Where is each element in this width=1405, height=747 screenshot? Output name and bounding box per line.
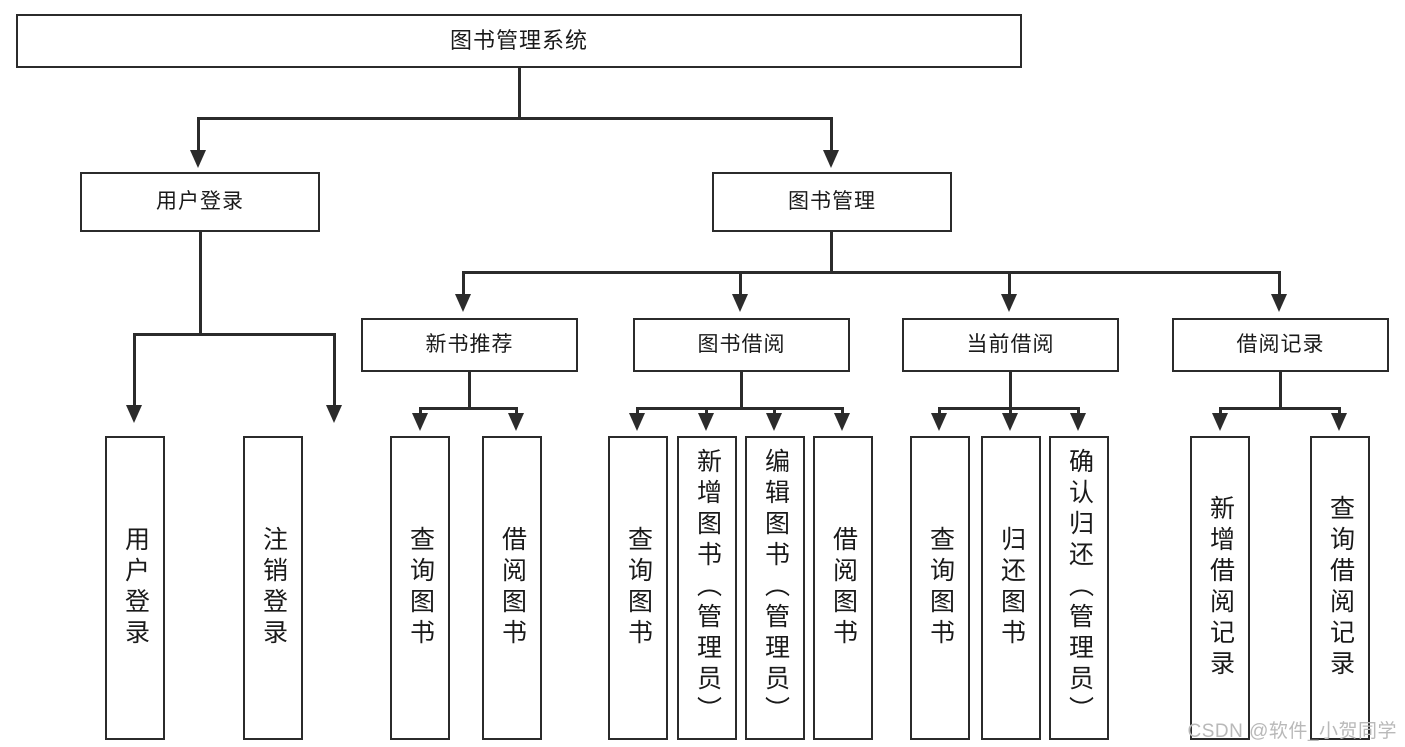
connector-user-login-b1 xyxy=(133,333,136,405)
node-label: 借阅图书 xyxy=(829,526,858,650)
connector-user-login-b2 xyxy=(333,333,336,405)
leaf-query-book-3[interactable]: 查询图书 xyxy=(910,436,970,740)
node-label: 查询图书 xyxy=(624,526,653,650)
node-label: 编辑图书（管理员） xyxy=(761,448,790,727)
connector-bb-stem xyxy=(740,372,743,410)
connector-nbr-stem xyxy=(468,372,471,410)
node-label: 用户登录 xyxy=(156,189,244,213)
arrow-cb-b2 xyxy=(1002,413,1018,431)
arrow-user-login-b2 xyxy=(326,405,342,423)
arrow-nbr-b2 xyxy=(508,413,524,431)
arrow-bm-b2 xyxy=(732,294,748,312)
node-label: 当前借阅 xyxy=(966,332,1055,356)
leaf-user-login[interactable]: 用户登录 xyxy=(105,436,165,740)
connector-cb-b2 xyxy=(1009,407,1012,415)
arrow-br-b1 xyxy=(1212,413,1228,431)
connector-nbr-b1 xyxy=(419,407,422,415)
connector-root-stem xyxy=(518,68,521,118)
leaf-query-book-2[interactable]: 查询图书 xyxy=(608,436,668,740)
connector-bb-b1 xyxy=(636,407,639,415)
node-label: 新书推荐 xyxy=(425,332,514,356)
node-borrow-record[interactable]: 借阅记录 xyxy=(1172,318,1389,372)
node-label: 图书管理系统 xyxy=(449,28,588,54)
node-label: 新增借阅记录 xyxy=(1206,495,1235,681)
connector-br-b1 xyxy=(1219,407,1222,415)
node-label: 图书借阅 xyxy=(697,332,786,356)
connector-nbr-bus xyxy=(419,407,518,410)
csdn-watermark: CSDN @软件_小贺同学 xyxy=(1187,721,1397,742)
node-book-borrow[interactable]: 图书借阅 xyxy=(633,318,850,372)
node-current-borrow[interactable]: 当前借阅 xyxy=(902,318,1119,372)
connector-cb-b1 xyxy=(938,407,941,415)
connector-cb-stem xyxy=(1009,372,1012,410)
leaf-logout-login[interactable]: 注销登录 xyxy=(243,436,303,740)
arrow-cb-b1 xyxy=(931,413,947,431)
connector-bm-b4 xyxy=(1278,271,1281,295)
connector-br-b2 xyxy=(1338,407,1341,415)
node-label: 确认归还（管理员） xyxy=(1065,448,1094,727)
leaf-edit-book-admin[interactable]: 编辑图书（管理员） xyxy=(745,436,805,740)
connector-cb-b3 xyxy=(1077,407,1080,415)
connector-book-management-bus xyxy=(462,271,1281,274)
node-label: 新增图书（管理员） xyxy=(693,448,722,727)
leaf-add-book-admin[interactable]: 新增图书（管理员） xyxy=(677,436,737,740)
connector-book-management-stem xyxy=(830,232,833,273)
node-label: 用户登录 xyxy=(121,526,150,650)
connector-bm-b2 xyxy=(739,271,742,295)
arrow-bb-b2 xyxy=(698,413,714,431)
connector-bm-b3 xyxy=(1008,271,1011,295)
connector-root-to-user-login xyxy=(197,117,200,150)
arrow-root-to-book-management xyxy=(823,150,839,168)
connector-bm-b1 xyxy=(462,271,465,295)
connector-bb-b3 xyxy=(773,407,776,415)
connector-bb-bus xyxy=(636,407,844,410)
arrow-nbr-b1 xyxy=(412,413,428,431)
leaf-query-borrow-record[interactable]: 查询借阅记录 xyxy=(1310,436,1370,740)
leaf-add-borrow-record[interactable]: 新增借阅记录 xyxy=(1190,436,1250,740)
connector-user-login-stem xyxy=(199,232,202,335)
arrow-bm-b4 xyxy=(1271,294,1287,312)
node-label: 查询图书 xyxy=(406,526,435,650)
connector-br-stem xyxy=(1279,372,1282,410)
arrow-bb-b1 xyxy=(629,413,645,431)
connector-br-bus xyxy=(1219,407,1341,410)
node-label: 查询借阅记录 xyxy=(1326,495,1355,681)
node-label: 借阅记录 xyxy=(1236,332,1325,356)
node-root-system[interactable]: 图书管理系统 xyxy=(16,14,1022,68)
node-book-management[interactable]: 图书管理 xyxy=(712,172,952,232)
leaf-borrow-book-2[interactable]: 借阅图书 xyxy=(813,436,873,740)
leaf-query-book-1[interactable]: 查询图书 xyxy=(390,436,450,740)
node-label: 图书管理 xyxy=(788,189,876,213)
arrow-cb-b3 xyxy=(1070,413,1086,431)
node-new-book-recommend[interactable]: 新书推荐 xyxy=(361,318,578,372)
connector-root-to-book-management xyxy=(830,117,833,150)
connector-bb-b4 xyxy=(841,407,844,415)
node-label: 注销登录 xyxy=(259,526,288,650)
connector-user-login-bus xyxy=(133,333,336,336)
arrow-bm-b1 xyxy=(455,294,471,312)
arrow-bb-b4 xyxy=(834,413,850,431)
leaf-confirm-return-admin[interactable]: 确认归还（管理员） xyxy=(1049,436,1109,740)
node-label: 查询图书 xyxy=(926,526,955,650)
arrow-user-login-b1 xyxy=(126,405,142,423)
connector-root-bus xyxy=(197,117,833,120)
arrow-bm-b3 xyxy=(1001,294,1017,312)
leaf-return-book[interactable]: 归还图书 xyxy=(981,436,1041,740)
arrow-root-to-user-login xyxy=(190,150,206,168)
arrow-bb-b3 xyxy=(766,413,782,431)
connector-nbr-b2 xyxy=(515,407,518,415)
arrow-br-b2 xyxy=(1331,413,1347,431)
node-label: 借阅图书 xyxy=(498,526,527,650)
leaf-borrow-book-1[interactable]: 借阅图书 xyxy=(482,436,542,740)
node-user-login[interactable]: 用户登录 xyxy=(80,172,320,232)
connector-bb-b2 xyxy=(705,407,708,415)
node-label: 归还图书 xyxy=(997,526,1026,650)
